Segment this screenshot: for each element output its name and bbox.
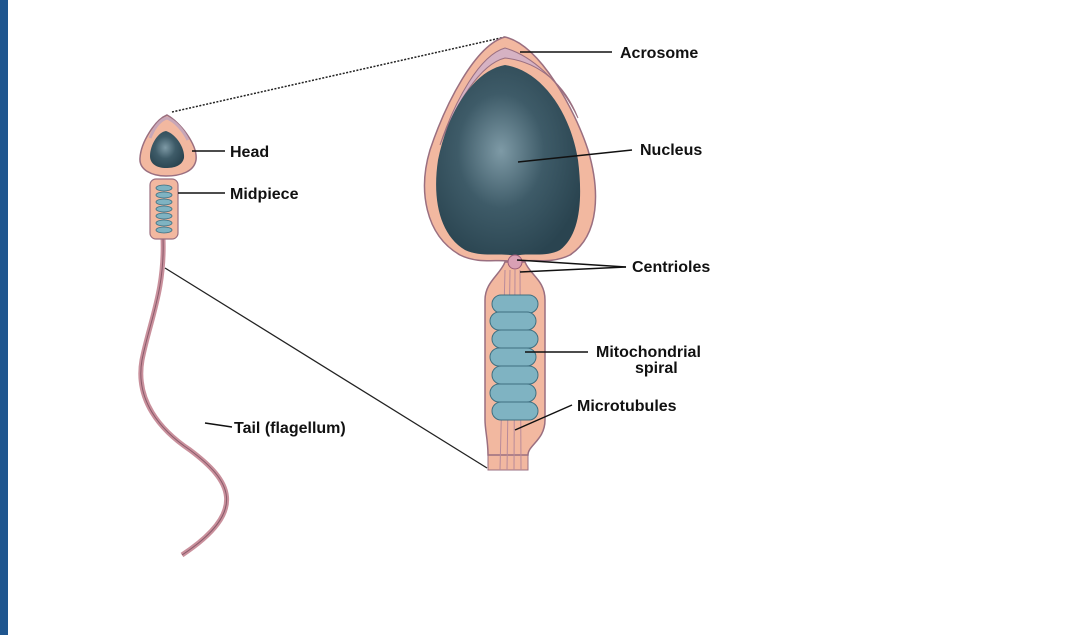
label-head: Head <box>230 144 269 161</box>
side-accent-bar <box>0 0 8 635</box>
label-spiral: spiral <box>635 360 678 377</box>
small-mito-spiral <box>155 184 173 234</box>
enlarged-sperm <box>423 36 597 471</box>
zoom-solid-line <box>164 267 488 469</box>
zoom-dotted-line <box>171 36 506 113</box>
label-acrosome: Acrosome <box>620 45 698 62</box>
small-tail <box>138 237 230 558</box>
label-microtubules: Microtubules <box>577 398 677 415</box>
small-acrosome <box>148 116 190 141</box>
label-nucleus: Nucleus <box>640 142 702 159</box>
label-tail: Tail (flagellum) <box>234 420 346 437</box>
small-nucleus <box>150 131 185 168</box>
big-acrosome <box>439 47 579 146</box>
label-mitochondrial: Mitochondrial <box>596 344 701 361</box>
label-midpiece: Midpiece <box>230 186 299 203</box>
big-centriole <box>507 254 523 270</box>
small-sperm <box>138 114 230 558</box>
big-nucleus <box>436 65 581 256</box>
leader-lines <box>178 51 633 431</box>
label-centrioles: Centrioles <box>632 259 710 276</box>
big-mito-spiral <box>489 294 539 421</box>
